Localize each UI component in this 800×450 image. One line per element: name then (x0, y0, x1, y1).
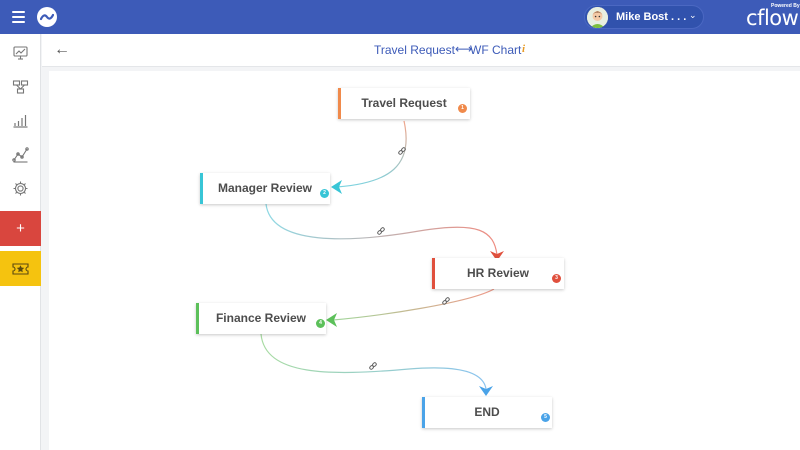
node-accent (422, 397, 425, 428)
user-menu[interactable]: Mike Bost . . . ⌄ (584, 5, 704, 29)
page-header: ← Travel Request ⟷ WF Chart i (42, 34, 800, 67)
page-title: Travel Request (374, 43, 455, 57)
node-accent (432, 258, 435, 289)
menu-icon[interactable] (12, 11, 25, 23)
workflow-node-finance-review[interactable]: Finance Review 4 (196, 303, 326, 334)
link-icon (369, 362, 377, 370)
step-badge: 4 (316, 319, 325, 328)
connector-3 (332, 288, 495, 321)
gear-icon[interactable] (12, 180, 29, 197)
workflow-node-travel-request[interactable]: Travel Request 1 (338, 88, 470, 119)
dashboard-icon[interactable] (12, 44, 29, 61)
arrowhead-3 (326, 313, 337, 327)
step-badge: 5 (541, 413, 550, 422)
workflow-node-manager-review[interactable]: Manager Review 2 (200, 173, 330, 204)
node-label: Travel Request (361, 96, 447, 110)
node-accent (338, 88, 341, 119)
page-subtitle: WF Chart (470, 43, 522, 57)
link-icon (398, 147, 406, 155)
link-icon (442, 297, 450, 305)
node-label: Manager Review (217, 181, 313, 195)
sidebar: + (0, 34, 41, 450)
workflow-connectors (260, 120, 504, 396)
powered-by-label: Powered By (771, 3, 800, 9)
step-badge: 1 (458, 104, 467, 113)
double-arrow-icon: ⟷ (455, 42, 473, 56)
step-badge: 3 (552, 274, 561, 283)
link-icon (377, 227, 385, 235)
info-icon[interactable]: i (522, 43, 526, 55)
node-accent (196, 303, 199, 334)
node-label: Finance Review (215, 311, 307, 325)
app-logo-icon[interactable] (37, 7, 57, 27)
arrowhead-2 (490, 251, 504, 261)
node-label: END (474, 405, 500, 419)
connector-2 (265, 203, 498, 256)
brand-logo: cflow (746, 6, 799, 30)
workflow-canvas: Travel Request 1 Manager Review 2 HR Rev… (49, 71, 800, 450)
arrowhead-4 (479, 386, 493, 396)
workflow-icon[interactable] (12, 78, 29, 95)
chevron-down-icon[interactable]: ⌄ (689, 10, 697, 20)
top-bar: Mike Bost . . . ⌄ Powered By cflow (0, 0, 800, 34)
node-accent (200, 173, 203, 204)
node-label: HR Review (466, 266, 530, 280)
workflow-node-hr-review[interactable]: HR Review 3 (432, 258, 564, 289)
analytics-icon[interactable] (12, 146, 29, 163)
add-button[interactable]: + (0, 211, 41, 246)
avatar (587, 7, 608, 28)
connector-4 (260, 333, 487, 390)
workflow-node-end[interactable]: END 5 (422, 397, 552, 428)
arrowhead-1 (331, 180, 342, 194)
ticket-icon[interactable] (0, 251, 41, 286)
reports-icon[interactable] (12, 112, 29, 129)
connector-1 (336, 120, 407, 188)
step-badge: 2 (320, 189, 329, 198)
user-name: Mike Bost . . . (616, 11, 687, 23)
back-arrow-icon[interactable]: ← (54, 41, 70, 58)
